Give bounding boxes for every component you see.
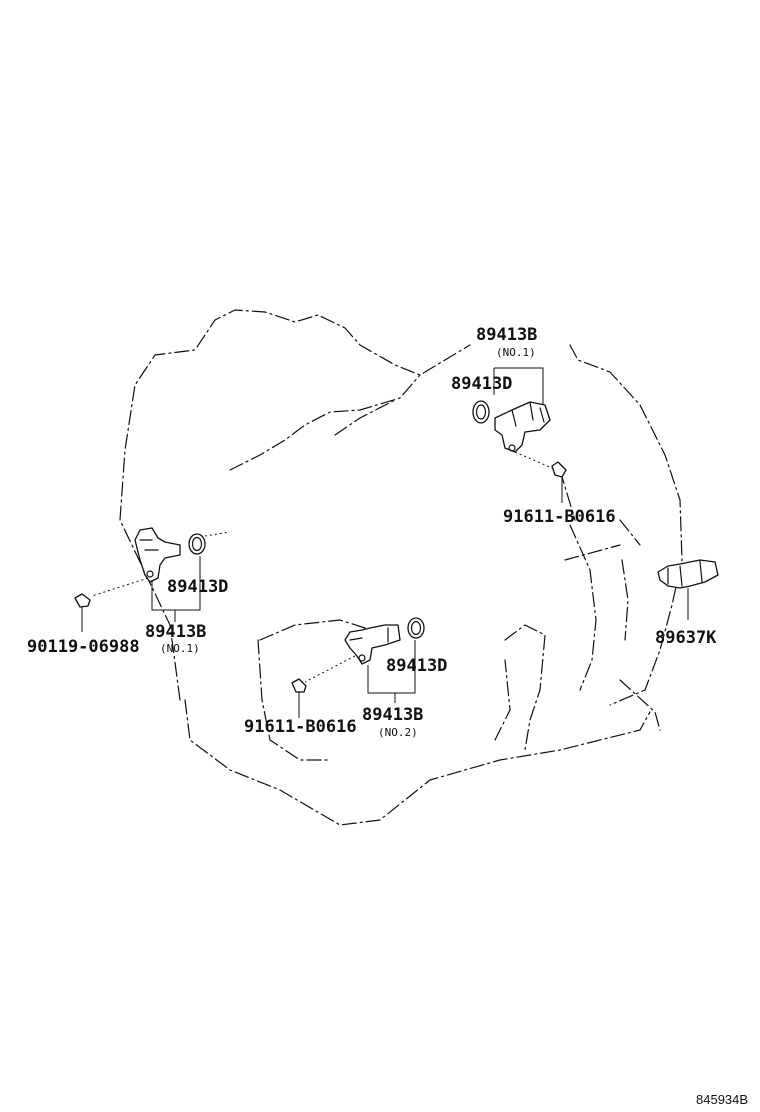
right-switch-group [657, 559, 719, 620]
top-o-ring-icon [472, 400, 490, 424]
right-switch-icon [657, 559, 719, 589]
left-sensor-b-label: 89413B [145, 622, 206, 642]
center-o-ring-d-label: 89413D [386, 656, 447, 676]
center-bolt-icon [291, 678, 307, 693]
top-sensor-b-note: (NO.1) [496, 346, 536, 359]
center-speed-sensor-group [291, 617, 425, 718]
left-bolt-label: 90119-06988 [27, 637, 140, 657]
left-speed-sensor-icon [134, 527, 181, 583]
top-sensor-b-label: 89413B [476, 325, 537, 345]
left-speed-sensor-group [74, 527, 231, 632]
left-o-ring-icon [188, 533, 206, 555]
center-sensor-b-note: (NO.2) [378, 726, 418, 739]
top-bolt-label: 91611-B0616 [503, 507, 616, 527]
diagram-reference-number: 845934B [696, 1092, 748, 1107]
left-bolt-icon [74, 593, 91, 608]
top-o-ring-d-label: 89413D [451, 374, 512, 394]
top-bolt-icon [551, 461, 567, 478]
center-o-ring-icon [407, 617, 425, 639]
left-sensor-b-note: (NO.1) [160, 642, 200, 655]
right-switch-label: 89637K [655, 628, 717, 648]
top-speed-sensor-icon [494, 401, 551, 453]
center-speed-sensor-icon [344, 624, 401, 665]
center-bolt-label: 91611-B0616 [244, 717, 357, 737]
top-speed-sensor-group [472, 367, 567, 503]
transmission-housing-outline [119, 309, 683, 826]
left-o-ring-d-label: 89413D [167, 577, 228, 597]
center-sensor-b-label: 89413B [362, 705, 423, 725]
